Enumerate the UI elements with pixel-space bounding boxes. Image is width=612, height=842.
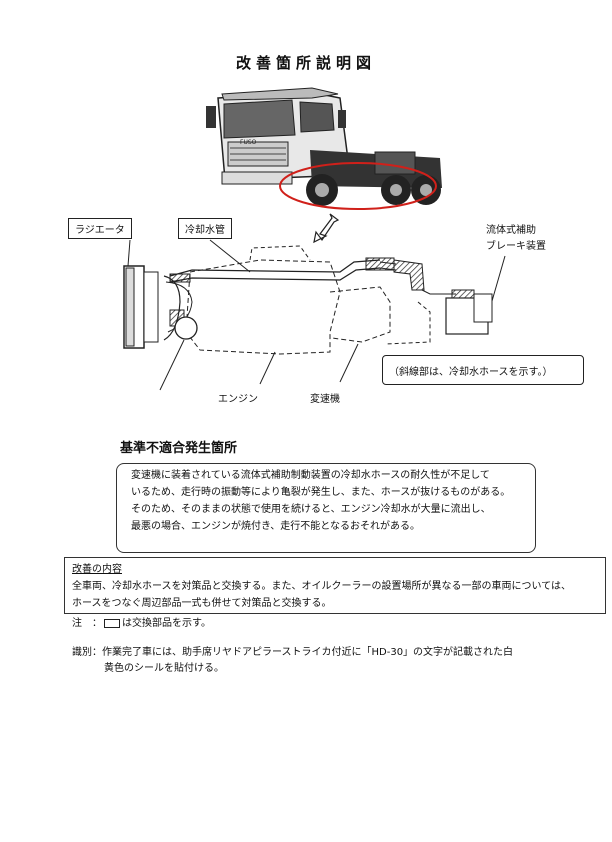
identification-line-2: 黄色のシールを貼付ける。: [104, 663, 224, 674]
note-prefix: 注 ：: [72, 618, 102, 629]
improvement-box: 改善の内容 全車両、冷却水ホースを対策品と交換する。また、オイルクーラーの設置場…: [64, 557, 606, 614]
brake-device-label-line1: 流体式補助: [486, 225, 536, 236]
arrow-down-icon: [313, 213, 340, 244]
page-title: 改善箇所説明図: [235, 54, 376, 72]
defect-line-4: 最悪の場合、エンジンが焼付き、走行不能となるおそれがある。: [131, 521, 420, 532]
hatch-note-text: （斜線部は、冷却水ホースを示す。）: [389, 367, 553, 378]
defect-heading: 基準不適合発生箇所: [120, 441, 238, 456]
coolant-pipe-label: 冷却水管: [178, 218, 232, 239]
defect-line-1: 変速機に装着されている流体式補助制動装置の冷却水ホースの耐久性が不足して: [131, 470, 490, 481]
identification-text-1: 作業完了車には、助手席リヤドアピラーストライカ付近に「HD-30」の文字が記載さ…: [102, 647, 514, 658]
truck-illustration: FUSO FV: [206, 87, 442, 210]
radiator-label: ラジエータ: [68, 218, 132, 239]
replacement-part-marker: [104, 618, 120, 628]
engine-label: エンジン: [218, 394, 258, 405]
defect-line-3: そのため、そのままの状態で使用を続けると、エンジン冷却水が大量に流出し、: [131, 504, 491, 515]
defect-description-box: 変速機に装着されている流体式補助制動装置の冷却水ホースの耐久性が不足して いるた…: [116, 463, 536, 553]
note-text: は交換部品を示す。: [122, 618, 211, 629]
truck-brand-text: FUSO: [240, 139, 257, 146]
identification-prefix: 識別：: [72, 647, 102, 658]
identification-line-1: 識別：作業完了車には、助手席リヤドアピラーストライカ付近に「HD-30」の文字が…: [72, 643, 513, 658]
improvement-heading: 改善の内容: [72, 564, 122, 575]
improvement-line-2: ホースをつなぐ周辺部品一式も併せて対策品と交換する。: [72, 598, 332, 609]
defect-line-2: いるため、走行時の振動等により亀裂が発生し、また、ホースが抜けるものがある。: [131, 487, 511, 498]
hatch-note-box: （斜線部は、冷却水ホースを示す。）: [382, 355, 584, 385]
brake-device-label-line2: ブレーキ装置: [486, 241, 546, 252]
note-line: 注 ： は交換部品を示す。: [72, 614, 211, 629]
improvement-line-1: 全車両、冷却水ホースを対策品と交換する。また、オイルクーラーの設置場所が異なる一…: [72, 581, 571, 592]
engine-schematic: [123, 239, 506, 391]
transmission-label: 変速機: [310, 394, 340, 405]
